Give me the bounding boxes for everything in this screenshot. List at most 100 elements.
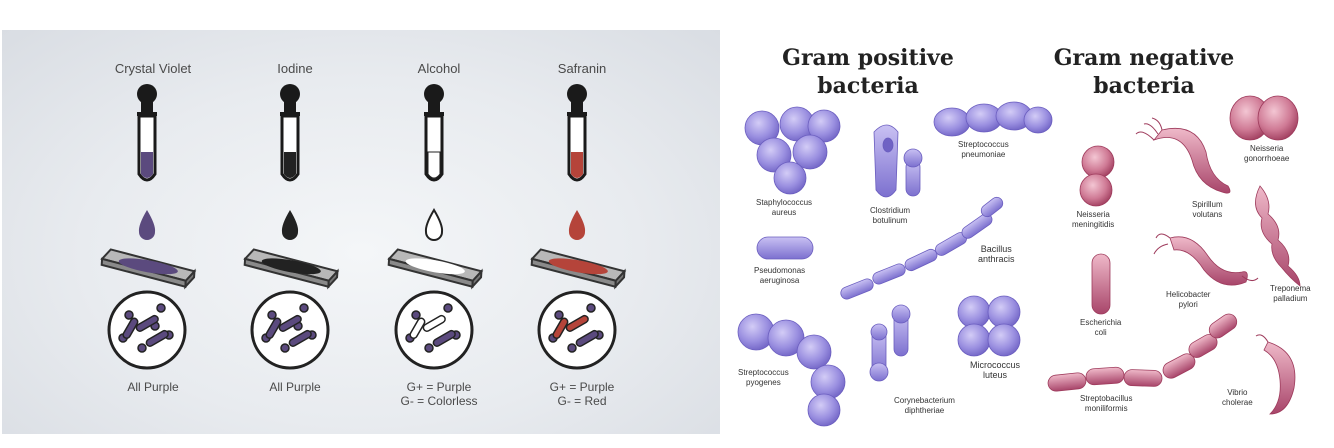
droplet-icon [281, 210, 299, 240]
helicobacter-pylori-icon [1153, 233, 1259, 286]
result-crystal-violet: All Purple [83, 380, 223, 394]
crystal-violet-step [99, 82, 197, 370]
escherichia-coli-icon [1091, 253, 1111, 315]
species-name: Bacillus [980, 244, 1012, 254]
species-name: gonorrhoeae [1244, 154, 1290, 163]
bacillus-anthracis-icon [840, 196, 1004, 300]
species-name: aeruginosa [759, 276, 800, 285]
staphylococcus-aureus-icon [744, 106, 841, 195]
species-name: Staphylococcus [756, 198, 813, 207]
pseudomonas-aeruginosa-icon [756, 236, 814, 260]
gram-negative-title: Gram negative bacteria [1034, 44, 1254, 100]
droplet-icon [424, 208, 444, 241]
dropper-tube-icon [135, 82, 159, 182]
step-label-alcohol: Alcohol [417, 61, 461, 76]
species-name: Spirillum [1192, 200, 1223, 209]
result-line: All Purple [127, 380, 179, 394]
result-line: G- = Red [557, 394, 607, 408]
species-name: Escherichia [1080, 318, 1122, 327]
staining-illustrations [99, 82, 627, 370]
species-name: Neisseria [1250, 144, 1284, 153]
bacteria-illustrations [737, 95, 1301, 427]
slide-icon [242, 247, 340, 289]
gram-stain-procedure-panel: Crystal Violet Iodine Alcohol Safranin [2, 30, 720, 434]
title-line: Gram positive [782, 45, 954, 71]
species-name: luteus [982, 370, 1008, 380]
species-name: pyogenes [746, 378, 781, 387]
microscope-view-icon [394, 290, 474, 370]
species-name: Helicobacter [1166, 290, 1211, 299]
streptobacillus-moniliformis-icon [1047, 313, 1238, 392]
droplet-icon [568, 210, 586, 240]
microscope-view-icon [537, 290, 617, 370]
iodine-step [242, 82, 340, 370]
species-name: anthracis [978, 254, 1015, 264]
clostridium-botulinum-icon [873, 124, 923, 198]
species-name: pylori [1178, 300, 1198, 309]
slide-icon [529, 247, 627, 289]
species-name: Clostridium [870, 206, 911, 215]
species-name: aureus [771, 208, 797, 217]
title-line: Gram negative [1053, 45, 1235, 71]
result-line: G+ = Purple [406, 380, 472, 394]
species-name: diphtheriae [904, 406, 945, 415]
spirillum-volutans-icon [1135, 117, 1231, 194]
species-name: meningitidis [1072, 220, 1115, 229]
bacteria-types-panel: Gram positive bacteria Gram negative bac… [722, 0, 1334, 448]
species-name: botulinum [872, 216, 908, 225]
species-name: palladium [1273, 294, 1308, 303]
result-alcohol: G+ = Purple G- = Colorless [369, 380, 509, 408]
species-name: Streptococcus [958, 140, 1009, 149]
microscope-view-icon [107, 290, 187, 370]
treponema-palladium-icon [1255, 185, 1301, 287]
species-name: Streptococcus [738, 368, 789, 377]
step-label-safranin: Safranin [557, 61, 607, 76]
gram-positive-title: Gram positive bacteria [758, 44, 978, 100]
species-name: Neisseria [1076, 210, 1110, 219]
result-iodine: All Purple [225, 380, 365, 394]
alcohol-step [386, 82, 484, 370]
species-name: Micrococcus [970, 360, 1021, 370]
streptococcus-pyogenes-icon [737, 313, 846, 427]
slide-icon [386, 247, 484, 289]
microscope-view-icon [250, 290, 330, 370]
streptococcus-pneumoniae-icon [933, 101, 1053, 137]
species-name: Streptobacillus [1080, 394, 1133, 403]
species-name: volutans [1192, 210, 1223, 219]
safranin-step [529, 82, 627, 370]
dropper-tube-icon [422, 82, 446, 182]
species-name: cholerae [1222, 398, 1253, 407]
neisseria-meningitidis-icon [1079, 145, 1115, 207]
droplet-icon [138, 210, 156, 240]
species-name: Treponema [1270, 284, 1311, 293]
species-name: Corynebacterium [894, 396, 955, 405]
species-name: coli [1094, 328, 1107, 337]
neisseria-gonorrhoeae-icon [1229, 95, 1299, 141]
species-name: Pseudomonas [754, 266, 806, 275]
species-name: moniliformis [1084, 404, 1128, 413]
step-label-iodine: Iodine [277, 61, 313, 76]
title-line: bacteria [817, 73, 919, 99]
result-line: G- = Colorless [400, 394, 478, 408]
vibrio-cholerae-icon [1255, 334, 1296, 415]
title-line: bacteria [1093, 73, 1195, 99]
species-name: pneumoniae [961, 150, 1006, 159]
micrococcus-luteus-icon [957, 295, 1021, 357]
corynebacterium-diphtheriae-icon [869, 304, 911, 382]
